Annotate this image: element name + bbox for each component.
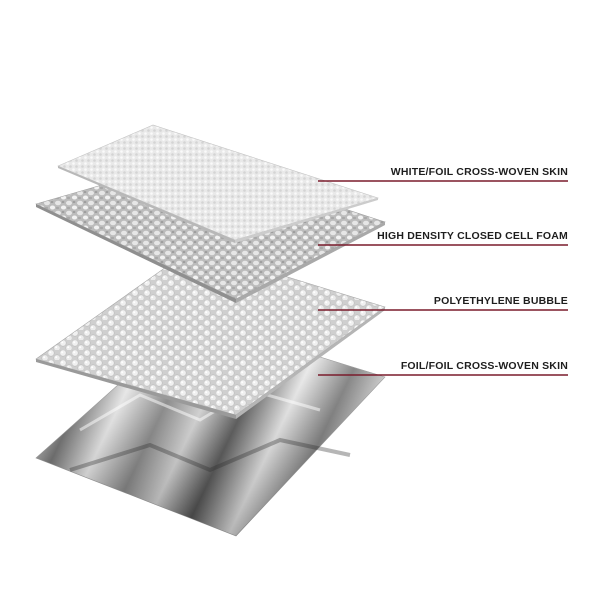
layer-woven-white-sheet (57, 124, 380, 243)
layer-label-foil: FOIL/FOIL CROSS-WOVEN SKIN (400, 360, 568, 372)
layer-label-woven-white: WHITE/FOIL CROSS-WOVEN SKIN (390, 166, 568, 178)
layer-bubble-sheet (35, 247, 386, 419)
layer-label-bubble: POLYETHYLENE BUBBLE (433, 295, 568, 307)
layer-label-foam: HIGH DENSITY CLOSED CELL FOAM (377, 230, 568, 242)
